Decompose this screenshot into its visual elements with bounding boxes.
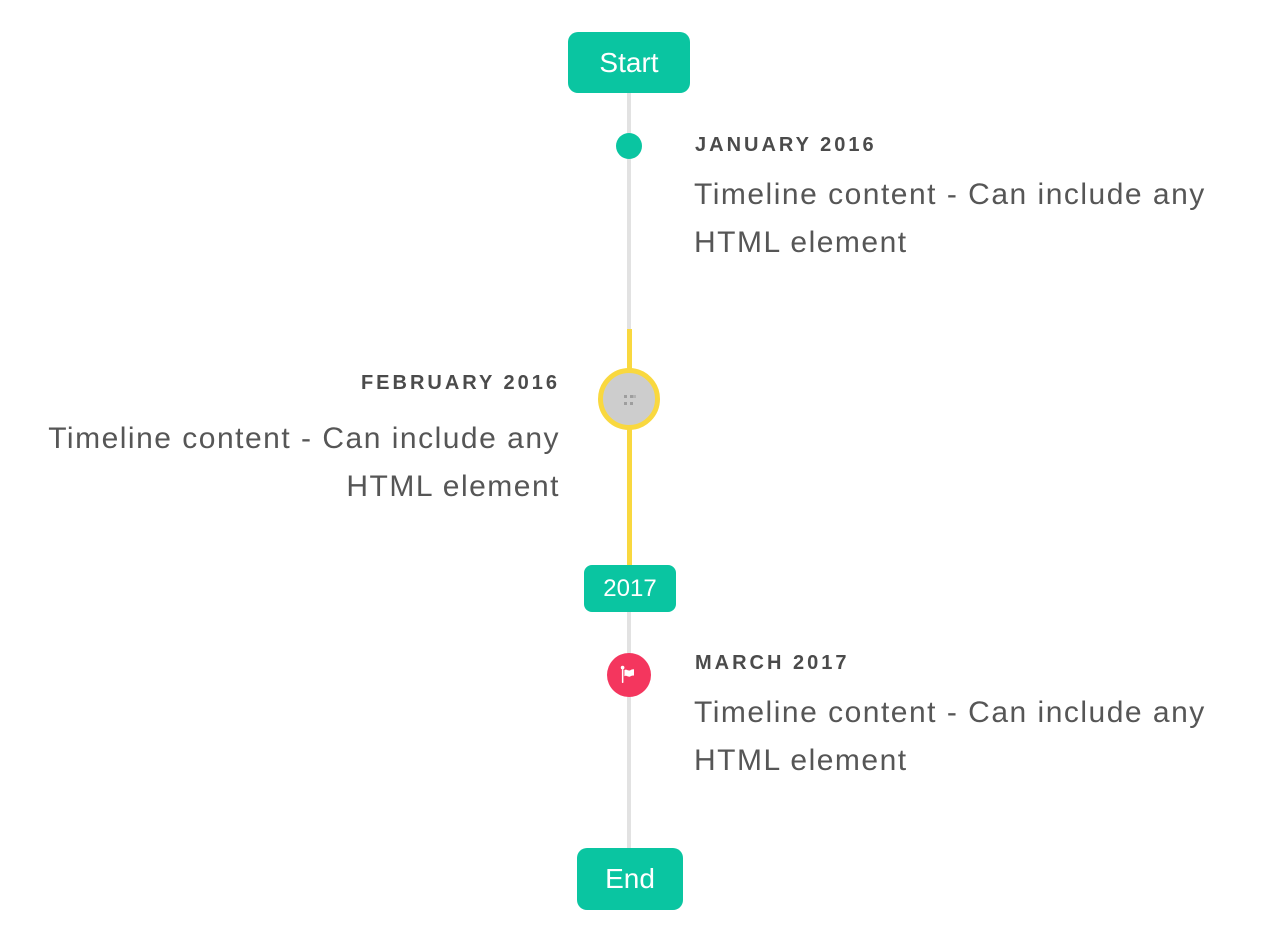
item-content-january-2016: Timeline content - Can include any HTML … [694,178,1206,259]
timeline-line-highlight [627,329,632,566]
flag-icon [617,663,641,687]
timeline-end-badge[interactable]: End [577,848,683,910]
item-title-february-2016: FEBRUARY 2016 [360,372,560,394]
flag-circle-marker [607,653,651,697]
timeline-line-lower [627,612,631,848]
item-title-january-2016: JANUARY 2016 [695,134,877,156]
broken-image-icon [623,394,627,398]
item-content-february-2016: Timeline content - Can include any HTML … [48,422,560,503]
teal-dot-icon [616,133,642,159]
item-title-march-2017: MARCH 2017 [695,652,850,674]
timeline-year-badge[interactable]: 2017 [584,565,676,612]
item-content-march-2017: Timeline content - Can include any HTML … [694,696,1206,777]
image-circle-marker [598,368,660,430]
timeline-start-badge[interactable]: Start [568,32,690,93]
